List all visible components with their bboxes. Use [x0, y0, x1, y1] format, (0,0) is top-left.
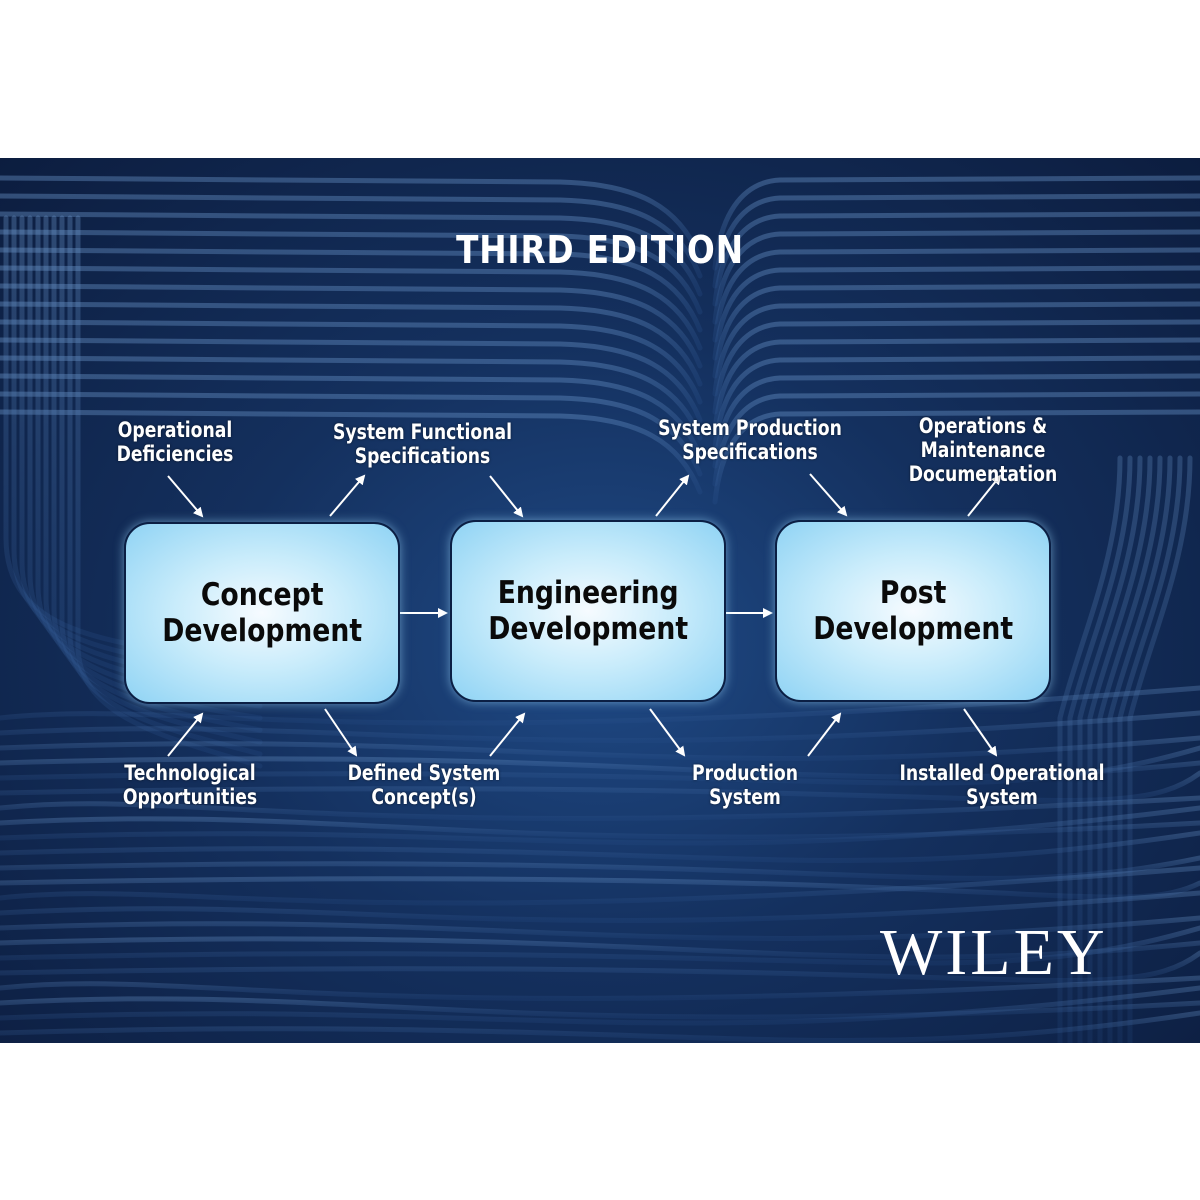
stage-box-engineering: Engineering Development: [450, 520, 726, 702]
arrow-system-functional-in: [489, 475, 524, 518]
label-technological-opportunities: Technological Opportunities: [122, 761, 258, 809]
stage-label: Concept Development: [162, 577, 362, 649]
stage-label: Engineering Development: [488, 575, 688, 647]
arrow-defined-concept-in: [489, 712, 526, 757]
label-operational-deficiencies: Operational Deficiencies: [116, 418, 234, 466]
arrow-production-system-in: [807, 712, 842, 757]
arrow-om-documentation-out: [967, 474, 1002, 517]
stage-box-concept: Concept Development: [124, 522, 400, 704]
arrow-system-production-in: [809, 473, 848, 517]
diagram-arrows: [167, 473, 1002, 757]
arrow-technological-opportunities: [167, 712, 204, 757]
stage-box-post: Post Development: [775, 520, 1051, 702]
book-cover: THIRD EDITION Concept D: [0, 158, 1200, 1043]
cable-background: [0, 158, 1200, 1043]
arrow-system-production-out: [655, 474, 690, 517]
label-system-production-specs: System Production Specifications: [658, 416, 842, 464]
edition-title: THIRD EDITION: [456, 228, 744, 272]
arrow-operational-deficiencies: [167, 475, 204, 518]
stage-label: Post Development: [813, 575, 1013, 647]
label-production-system: Production System: [692, 761, 798, 809]
label-installed-operational-system: Installed Operational System: [899, 761, 1105, 809]
wiley-logo: WILEY: [880, 916, 1108, 989]
label-om-documentation: Operations & Maintenance Documentation: [908, 414, 1058, 486]
arrow-defined-concept-out: [324, 708, 358, 757]
arrow-installed-system-out: [963, 708, 998, 757]
arrow-production-system-out: [649, 708, 686, 757]
label-defined-system-concepts: Defined System Concept(s): [347, 761, 501, 809]
label-system-functional-specs: System Functional Specifications: [332, 420, 513, 468]
arrow-system-functional-out: [329, 474, 366, 517]
